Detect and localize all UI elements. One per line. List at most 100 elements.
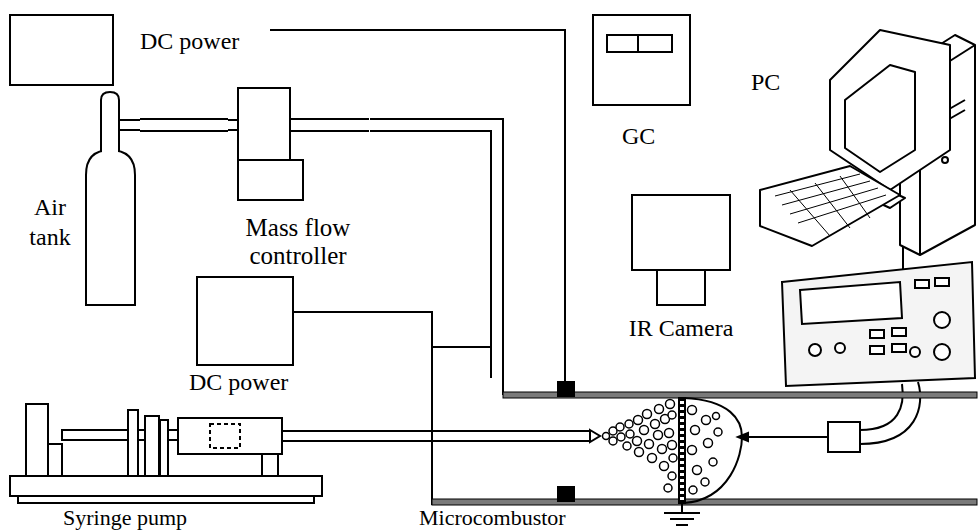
fuel-droplets-part (713, 413, 720, 420)
power-supply-node: DC power (185, 274, 319, 399)
syringe-pump-part (160, 420, 168, 476)
computer (760, 30, 975, 272)
computer-part (902, 246, 904, 272)
computer-part (798, 195, 886, 223)
multimeter-part (828, 422, 860, 452)
multimeter-part (746, 436, 828, 438)
syringe-pump-node: Syringe pump (3, 400, 330, 531)
air-tank-part (227, 129, 238, 131)
microcombustor-part (558, 382, 574, 396)
microcombustor-part (414, 440, 590, 442)
mass-flow-controller-part (290, 118, 369, 120)
fuel-droplets-part (648, 454, 657, 463)
fuel-droplets-part (643, 410, 652, 419)
multimeter-part (809, 344, 821, 356)
equipment-label: Air tank (22, 192, 78, 252)
fuel-droplets-part (658, 445, 667, 454)
microcombustor-part (670, 518, 694, 520)
fuel-droplets-part (693, 466, 702, 475)
multimeter-part (870, 346, 884, 354)
dc-power-supply-part (293, 311, 320, 313)
syringe-pump-part (210, 424, 240, 448)
dc-power-supply (10, 15, 320, 365)
air-tank-part (101, 92, 119, 152)
syringe-pump-part (10, 476, 322, 496)
mass-flow-controller (238, 88, 369, 200)
computer-part (845, 65, 915, 172)
computer-part (840, 176, 870, 218)
syringe-pump-part (128, 410, 138, 476)
multimeter-part (782, 262, 975, 386)
computer-part (790, 190, 830, 236)
multimeter-part (935, 278, 949, 286)
gas-chromatograph-part (637, 35, 639, 52)
ir-camera-part (657, 270, 705, 305)
connector-line (370, 125, 497, 378)
syringe-pump-part (48, 444, 62, 476)
ir-camera-part (632, 195, 730, 270)
air-tank-part (119, 129, 141, 131)
fuel-droplets-part (709, 458, 717, 466)
connector-line (270, 30, 565, 378)
multimeter-part (870, 330, 884, 338)
connector-line (140, 118, 228, 132)
pipe-bore (330, 432, 415, 440)
fuel-droplets-part (666, 400, 675, 409)
connector-line (319, 312, 432, 378)
mass-flow-controller-part (238, 160, 303, 200)
equipment-label: IR Camera (620, 314, 742, 342)
fuel-droplets-part (616, 423, 624, 431)
syringe-pump (10, 404, 331, 503)
pipe-bore (370, 125, 497, 378)
fuel-droplets-part (714, 428, 722, 436)
multimeter-part (800, 282, 902, 324)
power-supply-node: DC power (8, 13, 270, 85)
fuel-droplets-part (668, 472, 676, 480)
syringe-pump-part (282, 440, 331, 442)
syringe-pump-part (18, 496, 314, 503)
gc-node: GC (590, 12, 694, 154)
dc-power-supply-part (197, 277, 293, 365)
fuel-droplets-part (635, 448, 644, 457)
fuel-droplets-part (634, 416, 643, 425)
fuel-droplets-part (704, 439, 713, 448)
multimeter-part (915, 280, 929, 288)
syringe-pump-part (178, 418, 282, 454)
syringe-pump-part (262, 454, 278, 476)
fuel-droplets-part (665, 429, 674, 438)
fuel-droplets-part (660, 462, 669, 471)
fuel-droplets-part (603, 433, 610, 440)
microcombustor-part (684, 398, 742, 503)
wire-connector (319, 312, 432, 378)
fuel-droplets-part (664, 484, 672, 492)
multimeter-part (934, 312, 950, 328)
fuel-droplets-part (609, 437, 617, 445)
equipment-label: GC (622, 122, 655, 150)
fuel-droplets-part (626, 430, 634, 438)
microcombustor-part (558, 487, 574, 501)
microcombustor-node: Microcombustor (415, 378, 977, 531)
microcombustor-part (679, 398, 685, 503)
gas-chromatograph (593, 15, 690, 105)
pipe-connector (330, 436, 415, 437)
equipment-label: DC power (140, 27, 239, 55)
camera-node: IR Camera (620, 192, 744, 375)
microcombustor-part (680, 398, 684, 503)
fuel-droplets-part (701, 478, 709, 486)
air-tank-part (86, 150, 135, 305)
computer-part (815, 183, 850, 228)
fuel-droplets-part (654, 431, 663, 440)
computer-part (760, 166, 900, 246)
air-tank (86, 92, 238, 305)
equipment-label: Syringe pump (63, 506, 187, 530)
pc-node: PC (745, 20, 975, 252)
fuel-droplets-part (691, 426, 700, 435)
fuel-droplets-part (689, 486, 697, 494)
syringe-pump-part (282, 430, 331, 432)
fuel-droplets-part (645, 440, 654, 449)
computer-part (782, 181, 870, 205)
fuel-droplets-part (655, 405, 664, 414)
fuel-droplets-part (640, 426, 649, 435)
